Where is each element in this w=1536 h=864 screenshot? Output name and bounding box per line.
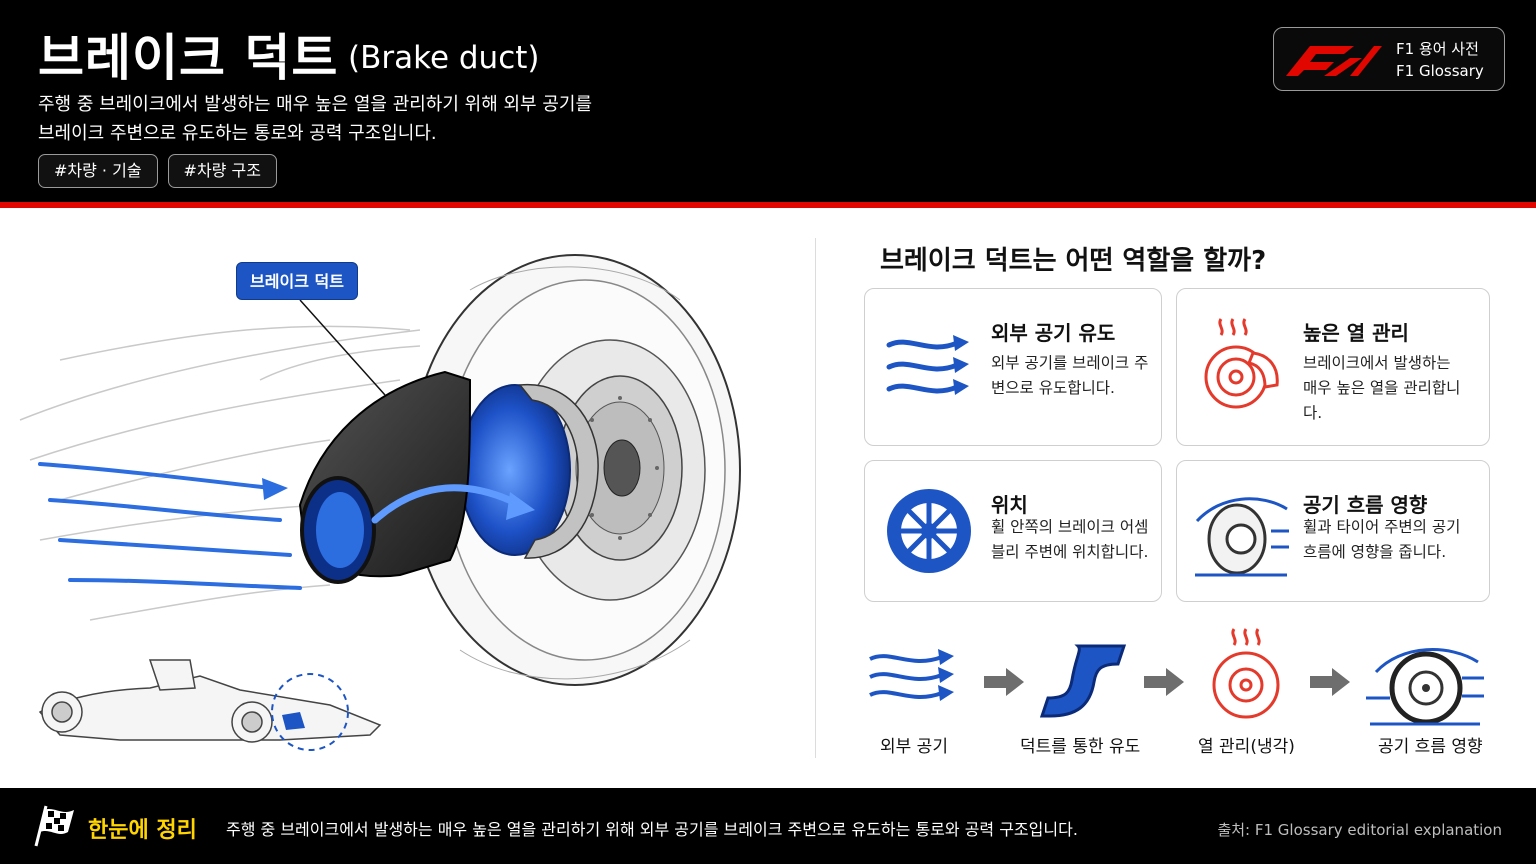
flow-label-external-air: 외부 공기 <box>880 737 948 757</box>
brake-assembly <box>459 384 571 556</box>
brake-duct-callout: 브레이크 덕트 <box>236 262 358 300</box>
card-heat-management: 높은 열 관리 브레이크에서 발생하는 매우 높은 열을 관리합니다. <box>1176 288 1490 446</box>
section-divider <box>815 238 816 758</box>
card-airflow-guide: 외부 공기 유도 외부 공기를 브레이크 주변으로 유도합니다. <box>864 288 1162 446</box>
f1-logo-icon <box>1286 46 1382 76</box>
source-text: 출처: F1 Glossary editorial explanation <box>1217 821 1502 839</box>
hot-brake-icon <box>1204 318 1279 409</box>
card-desc: 휠과 타이어 주변의 공기 흐름에 영향을 줍니다. <box>1303 518 1461 561</box>
badge-title-en: F1 Glossary <box>1396 62 1484 80</box>
tag-list: #차량 · 기술 #차량 구조 <box>38 154 277 188</box>
flow-label-cooling: 열 관리(냉각) <box>1198 737 1295 757</box>
card-title: 높은 열 관리 <box>1303 321 1409 345</box>
card-title: 위치 <box>991 493 1028 517</box>
flow-hot-brake-icon <box>1212 628 1280 719</box>
card-desc: 브레이크에서 발생하는 매우 높은 열을 관리합니다. <box>1303 354 1461 422</box>
flow-tire-airflow-icon <box>1366 648 1484 726</box>
card-desc: 휠 안쪽의 브레이크 어셈블리 주변에 위치합니다. <box>991 518 1149 561</box>
tag-vehicle-structure[interactable]: #차량 구조 <box>167 154 277 188</box>
header: 브레이크 덕트 (Brake duct) 주행 중 브레이크에서 발생하는 매우… <box>0 0 1536 202</box>
card-desc: 외부 공기를 브레이크 주변으로 유도합니다. <box>991 354 1149 397</box>
brake-duct-illustration <box>19 254 741 751</box>
flow-duct-icon <box>1040 644 1127 718</box>
footer: 한눈에 정리 주행 중 브레이크에서 발생하는 매우 높은 열을 관리하기 위해… <box>0 788 1536 864</box>
tire-airflow-icon <box>1195 497 1289 577</box>
page-title-english: (Brake duct) <box>348 40 540 76</box>
card-location: 위치 휠 안쪽의 브레이크 어셈블리 주변에 위치합니다. <box>864 460 1162 602</box>
card-title: 외부 공기 유도 <box>991 321 1116 345</box>
checkered-flag-icon <box>34 805 74 847</box>
f1-glossary-badge: F1 용어 사전 F1 Glossary <box>1273 27 1505 91</box>
flow-arrow-icon <box>984 668 1024 696</box>
summary-label: 한눈에 정리 <box>88 818 197 843</box>
subtitle-line-2: 브레이크 주변으로 유도하는 통로와 공력 구조입니다. <box>38 123 437 144</box>
badge-title-ko: F1 용어 사전 <box>1396 40 1479 58</box>
badge-text: F1 용어 사전 F1 Glossary <box>1396 38 1484 82</box>
f1-car-icon <box>38 659 382 743</box>
flow-arrow-icon <box>1310 668 1350 696</box>
flow-label-duct-guidance: 덕트를 통한 유도 <box>1020 737 1141 757</box>
subtitle: 주행 중 브레이크에서 발생하는 매우 높은 열을 관리하기 위해 외부 공기를… <box>38 90 678 148</box>
caliper-icon <box>518 384 599 559</box>
card-title: 공기 흐름 영향 <box>1303 493 1428 517</box>
header-accent-line <box>0 202 1536 208</box>
flow-arrow-icon <box>1144 668 1184 696</box>
wheel-icon <box>887 489 971 573</box>
flow-label-airflow-effect: 공기 흐름 영향 <box>1378 737 1483 757</box>
tag-vehicle-tech[interactable]: #차량 · 기술 <box>38 154 158 188</box>
duct-body <box>298 370 472 584</box>
card-airflow-effect: 공기 흐름 영향 휠과 타이어 주변의 공기 흐름에 영향을 줍니다. <box>1176 460 1490 602</box>
flow-airflow-icon <box>869 649 954 701</box>
airflow-icon <box>886 335 969 395</box>
role-section-title: 브레이크 덕트는 어떤 역할을 할까? <box>880 246 1267 276</box>
page-title: 브레이크 덕트 <box>38 29 339 87</box>
summary-text: 주행 중 브레이크에서 발생하는 매우 높은 열을 관리하기 위해 외부 공기를… <box>226 820 1078 839</box>
subtitle-line-1: 주행 중 브레이크에서 발생하는 매우 높은 열을 관리하기 위해 외부 공기를 <box>38 94 593 115</box>
airflow-arrows <box>38 462 302 590</box>
